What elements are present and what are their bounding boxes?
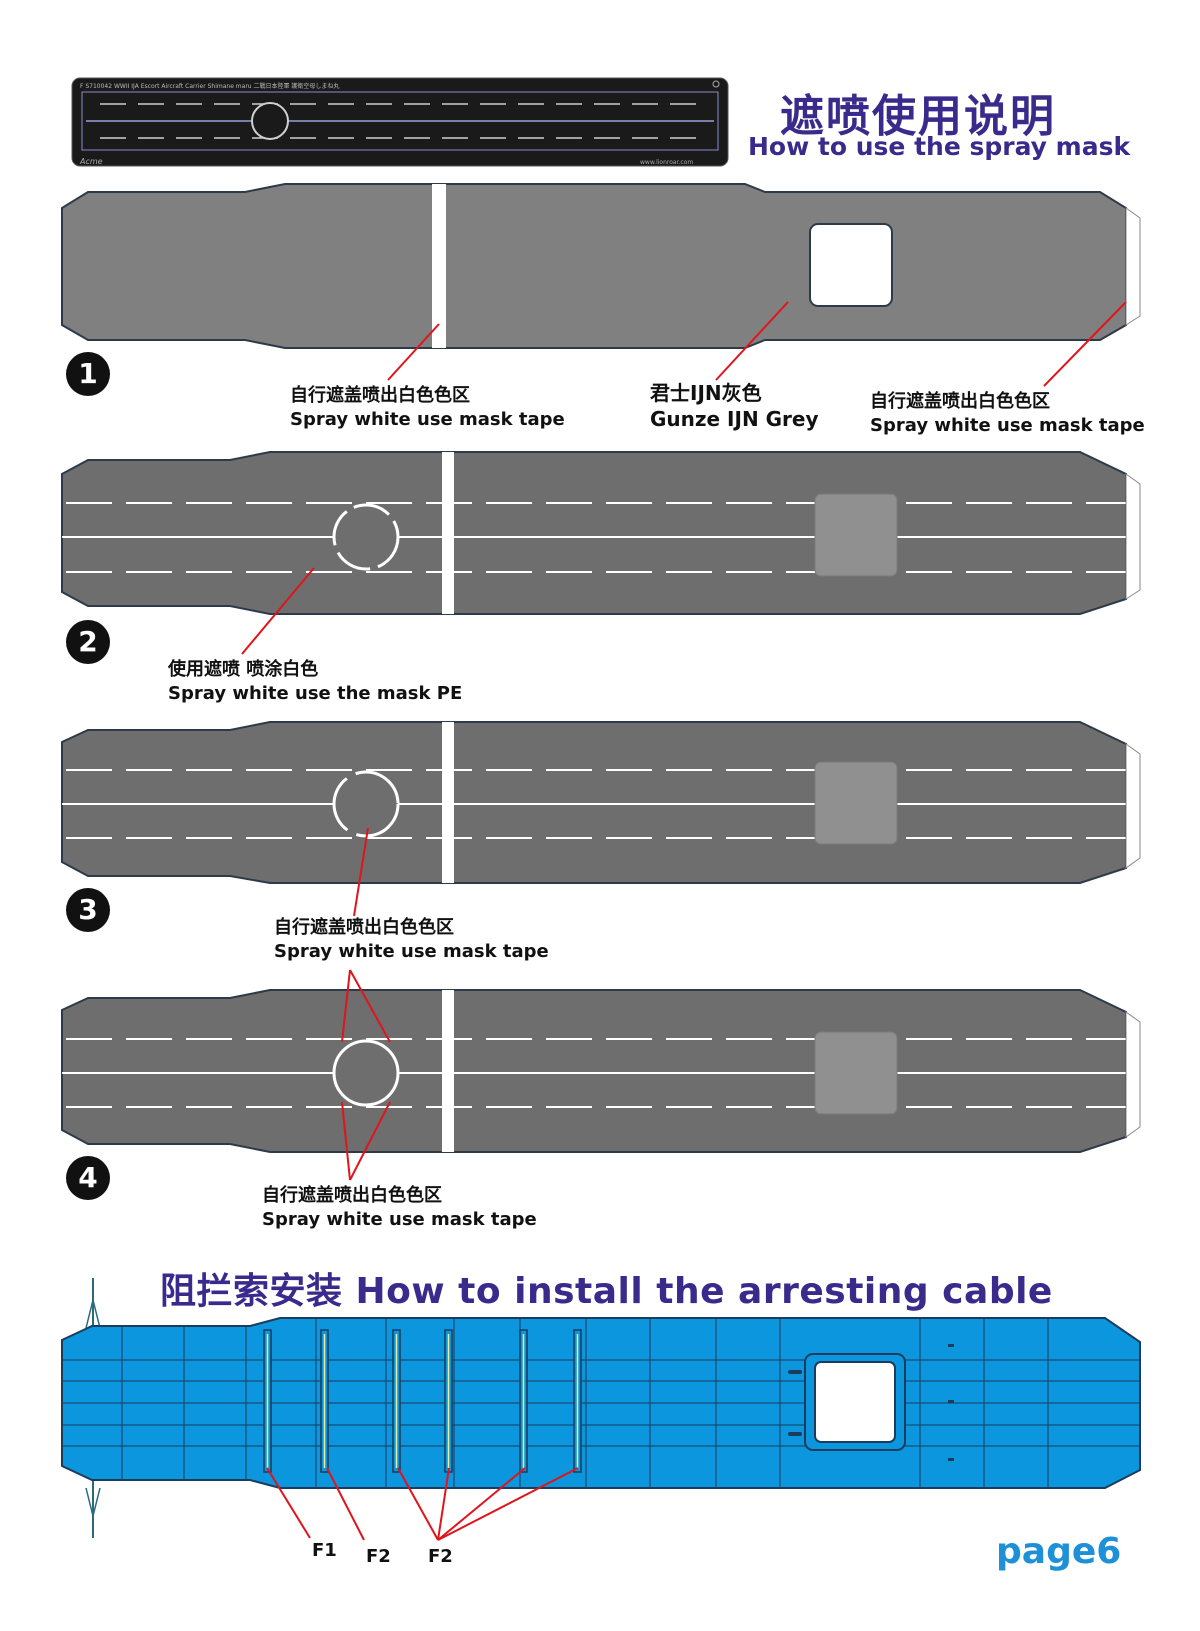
deck-step-3 bbox=[61, 721, 1141, 884]
part-label-f2-b: F2 bbox=[428, 1546, 453, 1567]
elevator-1 bbox=[809, 223, 893, 307]
deck-step-2 bbox=[61, 451, 1141, 615]
page-title-en: How to use the spray mask bbox=[748, 132, 1131, 161]
leader-lines bbox=[241, 301, 1127, 1541]
arresting-cable-title: 阻拦索安装 How to install the arresting cable bbox=[160, 1271, 1053, 1312]
part-label-f2-a: F2 bbox=[366, 1546, 391, 1567]
pe-mask-sheet: F S710042 WWII IJA Escort Aircraft Carri… bbox=[71, 77, 729, 167]
pe-sheet-site: www.lionroar.com bbox=[640, 159, 693, 166]
step-badge-3: 3 bbox=[66, 888, 110, 932]
pe-sheet-brand: Acme bbox=[79, 157, 103, 166]
page-number: page6 bbox=[996, 1531, 1122, 1572]
step-badge-4: 4 bbox=[66, 1156, 110, 1200]
step-badge-1: 1 bbox=[66, 352, 110, 396]
deck-step-4 bbox=[61, 989, 1141, 1153]
step-badge-2: 2 bbox=[66, 620, 110, 664]
part-label-f1: F1 bbox=[312, 1540, 337, 1561]
pe-sheet-caption: F S710042 WWII IJA Escort Aircraft Carri… bbox=[80, 82, 339, 90]
deck-step-1 bbox=[61, 183, 1141, 349]
white-stripe-1 bbox=[432, 184, 446, 348]
page-title-cn: 遮喷使用说明 bbox=[780, 91, 1056, 142]
deck-arresting-cable bbox=[61, 1278, 1141, 1538]
